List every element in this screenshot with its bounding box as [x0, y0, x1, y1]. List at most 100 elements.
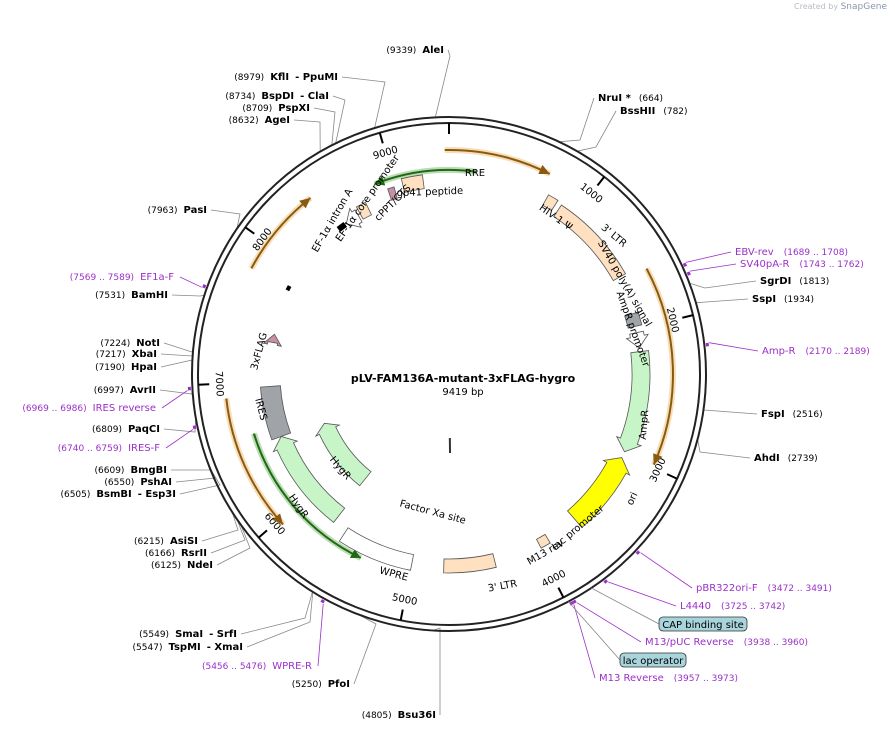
- site-name-6: BamHI: [131, 290, 168, 301]
- site-leader-23: [577, 110, 617, 152]
- primer-mark-7: [635, 550, 641, 555]
- site-leader-15: [201, 511, 239, 542]
- plasmid-size: 9419 bp: [442, 387, 483, 398]
- snapgene-credit: Created by SnapGene: [794, 2, 887, 12]
- site-name-5: PasI: [184, 205, 207, 216]
- primer-name-9: M13/pUC Reverse: [645, 637, 734, 648]
- plasmid-title: pLV-FAM136A-mutant-3xFLAG-hygro: [351, 372, 576, 385]
- site-name-17: NdeI: [187, 560, 213, 571]
- site-label-26: FspI(2516): [761, 409, 823, 420]
- site-leader-8: [160, 347, 194, 357]
- site-leader-21: [432, 627, 441, 715]
- site-pos-23: (782): [663, 107, 687, 117]
- backbone-outer-strand: [191, 116, 707, 632]
- site-leader-27: [697, 439, 751, 459]
- site-name-16: RsrII: [181, 548, 207, 559]
- site-label-12: (6609)BmgBI: [95, 465, 167, 476]
- tick-mark-1000: [596, 176, 606, 187]
- box-leader-0: [591, 587, 660, 625]
- site-pos-14: (6505): [60, 490, 90, 500]
- primer-pos-10: (3957 .. 3973): [674, 674, 738, 684]
- site-label-8: (7217)XbaI: [96, 349, 157, 360]
- site-name-13: PshAI: [140, 477, 172, 488]
- site-leader-10: [159, 385, 193, 395]
- site-name-11: PaqCI: [128, 424, 160, 435]
- orf-arcs: [223, 146, 676, 561]
- primer-pos-6: (2170 .. 2189): [806, 347, 870, 357]
- site-leader-18: [240, 591, 313, 635]
- primer-pos-7: (3472 .. 3491): [768, 584, 832, 594]
- feature-ires: [260, 385, 292, 441]
- site-label-18: (5549)SmaI- SrfI: [139, 629, 237, 640]
- site-label-3: (8709)PspXI: [242, 103, 310, 114]
- primer-layer: (7569 .. 7589)EF1a-F(6969 .. 6986)IRES r…: [22, 247, 869, 684]
- site-leader-20: [353, 614, 377, 685]
- site-label-7: (7224)NotI: [100, 338, 160, 349]
- tick-mark-9000: [378, 132, 384, 144]
- site-pos-3: (8709): [242, 104, 272, 114]
- site-extra-14: - Esp3I: [138, 489, 176, 500]
- site-label-21: (4805)Bsu36I: [362, 710, 436, 721]
- primer-name-10: M13 Reverse: [599, 673, 664, 684]
- orf-green-top-line: [374, 169, 477, 185]
- primer-leader-8: [608, 581, 677, 607]
- primer-label-6: Amp-R (2170 .. 2189): [762, 346, 870, 357]
- feature-cppt: [355, 201, 373, 220]
- site-label-23: BssHII(782): [620, 106, 688, 117]
- site-name-4: AgeI: [265, 115, 290, 126]
- site-pos-22: (664): [639, 94, 663, 104]
- primer-label-5: SV40pA-R(1743 .. 1762): [740, 259, 864, 270]
- primer-name-2: IRES-F: [128, 443, 160, 454]
- site-pos-8: (7217): [96, 350, 126, 360]
- box-label-0: CAP binding site: [662, 620, 744, 631]
- primer-leader-5: [689, 263, 737, 272]
- orf-ampr-line: [645, 268, 674, 466]
- plasmid-backbone: [191, 116, 707, 632]
- feature-lac: [535, 533, 551, 549]
- feature-label-11: Factor Xa site: [398, 498, 467, 526]
- primer-mark-3: [320, 599, 325, 604]
- primer-mark-0: [202, 284, 207, 289]
- orf-ampr-arrowhead: [653, 453, 663, 465]
- primer-name-3: WPRE-R: [272, 661, 312, 672]
- site-leader-17: [216, 524, 251, 566]
- tick-mark-4000: [557, 587, 565, 598]
- site-label-19: (5547)TspMI- XmaI: [133, 642, 243, 653]
- feature-3ltr-right: [553, 204, 627, 282]
- site-leader-2: [332, 95, 346, 144]
- feature-ef1a-core: [345, 207, 363, 228]
- site-label-5: (7963)PasI: [148, 205, 207, 216]
- primer-leader-7: [640, 552, 693, 589]
- primer-name-8: L4440: [680, 601, 711, 612]
- site-pos-25: (1934): [784, 295, 814, 305]
- site-extra-18: - SrfI: [209, 629, 237, 640]
- tick-label-7000: 7000: [213, 371, 225, 397]
- primer-mark-5: [686, 271, 691, 276]
- feature-ampr: [615, 350, 651, 453]
- site-name-18: SmaI: [175, 629, 203, 640]
- feature-wpre: [338, 527, 415, 571]
- site-name-21: Bsu36I: [398, 710, 436, 721]
- primer-name-6: Amp-R: [762, 346, 796, 357]
- site-label-20: (5250)PfoI: [292, 679, 350, 690]
- primer-label-1: (6969 .. 6986)IRES reverse: [22, 403, 156, 414]
- tick-mark-2000: [682, 314, 694, 319]
- feature-label-10: 3' LTR: [487, 579, 518, 595]
- box-bg-1: [619, 652, 687, 668]
- site-name-7: NotI: [136, 338, 160, 349]
- feature-ef1a-intron-bar: [336, 222, 348, 232]
- primer-pos-5: (1743 .. 1762): [799, 260, 863, 270]
- site-label-27: AhdI(2739): [754, 453, 818, 464]
- primer-label-3: (5456 .. 5476)WPRE-R: [202, 661, 312, 672]
- site-label-16: (6166)RsrII: [145, 548, 207, 559]
- site-label-0: (9339)AleI: [386, 45, 444, 56]
- orf-green-hygr-line: [252, 433, 362, 559]
- orf-hygr-outer-arrowhead: [272, 513, 284, 525]
- box-leader-1: [568, 601, 621, 661]
- site-pos-26: (2516): [793, 410, 823, 420]
- box-label-1: lac operator: [623, 656, 684, 667]
- primer-label-8: L4440(3725 .. 3742): [680, 601, 785, 612]
- site-extra-19: - XmaI: [207, 642, 243, 653]
- site-pos-0: (9339): [386, 46, 416, 56]
